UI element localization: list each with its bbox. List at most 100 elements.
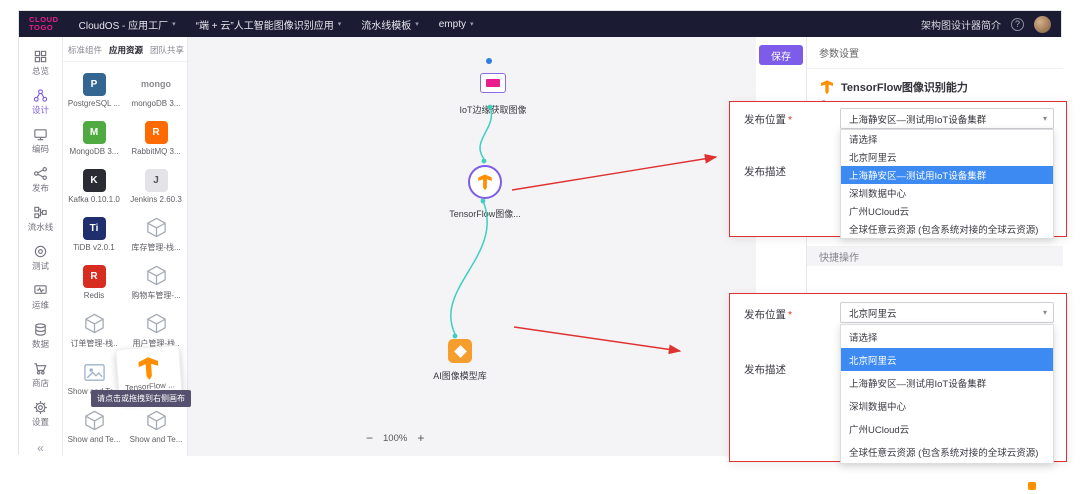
option-beijing-aliyun[interactable]: 北京阿里云 [849,153,897,164]
component-show-and-tell-2[interactable]: Show and Te... [63,402,125,450]
option-placeholder[interactable]: 请选择 [849,135,878,146]
database-icon [33,322,48,337]
collapse-rail-button[interactable]: « [19,437,62,459]
logo-line1: CLOUD [29,14,59,24]
option-guangzhou-ucloud[interactable]: 广州UCloud云 [849,207,910,218]
component-label: 库存管理-栈... [131,242,181,252]
component-show-and-tell-3[interactable]: Show and Te... [125,402,187,450]
left-nav-rail: 总览 设计 编码 发布 流水线 测试 运维 数据 商店 设置 « [19,37,63,456]
nav-item-pipeline[interactable]: 流水线 [19,201,62,237]
nav-item-settings[interactable]: 设置 [19,396,62,432]
zoom-level: 100% [383,432,408,444]
nav-item-overview[interactable]: 总览 [19,45,62,81]
logo-line2: TOGO [29,23,54,32]
palette-tabs: 标准组件 应用资源 团队共享 [63,37,187,62]
capability-row: TensorFlow图像识别能力 [807,69,1063,97]
ai-model-node[interactable] [448,339,472,363]
option-placeholder[interactable]: 请选择 [849,332,878,344]
nav-item-test[interactable]: 测试 [19,240,62,276]
component-label: 购物车管理-... [131,290,181,300]
option-shenzhen-datacenter[interactable]: 深圳数据中心 [849,189,907,200]
option-beijing-aliyun[interactable]: 北京阿里云 [841,348,1053,371]
nav-label: 运维 [31,300,49,310]
option-global-any-cloud[interactable]: 全球任意云资源 (包含系统对接的全球云资源) [849,225,1039,236]
tensorflow-node[interactable] [468,165,502,199]
zoom-out-button[interactable]: − [366,431,374,445]
header-right-group: 架构图设计器简介 ? [921,15,1051,33]
iot-node-icon[interactable] [480,73,506,93]
save-button[interactable]: 保存 [759,45,803,65]
collapse-icon: « [37,441,44,455]
icon-monogram: J [153,174,159,186]
project-menu[interactable]: “端 + 云”人工智能图像识别应用 ▾ [196,17,342,32]
env-menu[interactable]: empty ▾ [439,19,474,30]
tab-app-resources[interactable]: 应用资源 [109,45,144,55]
publish-form-popup-1: 发布位置* 发布描述 上海静安区—测试用IoT设备集群 ▾ 请选择 北京阿里云 … [729,101,1067,239]
app-switcher-menu[interactable]: CloudOS - 应用工厂 ▾ [79,17,176,32]
nav-item-publish[interactable]: 发布 [19,162,62,198]
nav-item-data[interactable]: 数据 [19,318,62,354]
camera-icon [486,79,500,87]
chevron-down-icon: ▾ [172,21,176,28]
option-global-any-cloud[interactable]: 全球任意云资源 (包含系统对接的全球云资源) [849,447,1039,459]
chevron-down-icon: ▾ [1042,308,1047,317]
tab-team-shared[interactable]: 团队共享 [150,45,185,55]
zoom-control: − 100% + [366,431,424,445]
component-label: TiDB v2.0.1 [73,242,115,252]
nav-item-store[interactable]: 商店 [19,357,62,393]
zoom-in-button[interactable]: + [417,431,425,445]
option-shanghai-iot-cluster[interactable]: 上海静安区—测试用IoT设备集群 [849,378,987,390]
publish-location-select[interactable]: 北京阿里云 ▾ [840,302,1054,323]
params-panel: 参数设置 TensorFlow图像识别能力 ✎ 快捷操作 [806,37,1063,456]
publish-location-select[interactable]: 上海静安区—测试用IoT设备集群 ▾ [840,108,1054,129]
app-switcher-label: CloudOS - 应用工厂 [78,20,169,32]
mongodb-icon: mongo [141,79,171,89]
chevron-down-icon: ▾ [337,21,342,28]
nav-item-design[interactable]: 设计 [19,84,62,120]
component-cart-service[interactable]: 购物车管理-... [125,258,187,306]
cube-icon [145,264,168,287]
designer-intro-link[interactable]: 架构图设计器简介 [921,20,1001,32]
chevron-down-icon: ▾ [469,21,474,28]
ai-model-node-label: AI图像模型库 [433,371,487,381]
component-label: Jenkins 2.60.3 [130,194,182,204]
pipeline-icon [33,205,48,220]
component-inventory-service[interactable]: 库存管理-栈... [125,210,187,258]
component-jenkins[interactable]: J Jenkins 2.60.3 [125,162,187,210]
cube-icon [83,409,106,432]
nav-item-code[interactable]: 编码 [19,123,62,159]
label-text: 发布位置 [744,309,786,321]
nav-item-ops[interactable]: 运维 [19,279,62,315]
component-label: Kafka 0.10.1.0 [68,194,120,204]
tab-standard-components[interactable]: 标准组件 [68,45,103,55]
design-canvas[interactable]: IoT边缘获取图像 TensorFlow图像... AI图像模型库 − 100%… [187,37,756,456]
help-icon[interactable]: ? [1011,17,1024,31]
picture-icon [83,361,106,384]
option-shenzhen-datacenter[interactable]: 深圳数据中心 [849,401,907,413]
avatar[interactable] [1034,15,1051,33]
cube-icon [83,312,106,335]
option-guangzhou-ucloud[interactable]: 广州UCloud云 [849,424,910,436]
nav-label: 商店 [31,378,49,388]
option-shanghai-iot-cluster[interactable]: 上海静安区—测试用IoT设备集群 [841,166,1053,184]
nav-label: 设计 [31,105,49,115]
cube-icon [145,312,168,335]
location-options-list: 请选择 北京阿里云 上海静安区—测试用IoT设备集群 深圳数据中心 广州UClo… [840,324,1054,464]
component-label: RabbitMQ 3... [131,146,181,156]
publish-icon [33,166,48,181]
drag-hint-tooltip: 请点击或拖拽到右侧画布 [91,390,191,407]
icon-monogram: P [90,78,98,90]
component-order-service[interactable]: 订单管理-栈.. [63,306,125,354]
cloudtogo-logo[interactable]: CLOUD TOGO [29,14,59,33]
top-header-bar: CLOUD TOGO CloudOS - 应用工厂 ▾ “端 + 云”人工智能图… [19,11,1061,37]
publish-location-label: 发布位置* [744,307,792,322]
publish-desc-label: 发布描述 [744,364,786,376]
pipeline-template-menu[interactable]: 流水线模板 ▾ [361,17,419,32]
